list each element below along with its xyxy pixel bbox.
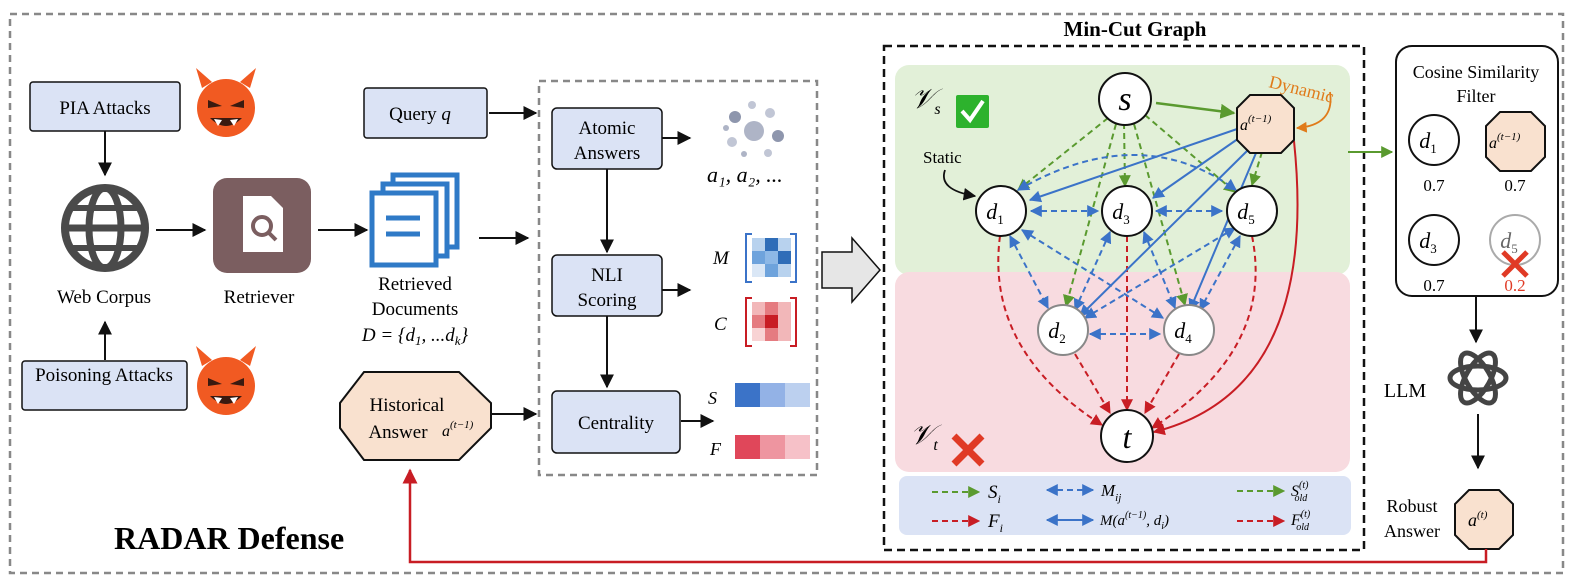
svg-text:s: s bbox=[1118, 81, 1131, 118]
legend: Si Fi Mij M(a(t−1), di) S(t)old F(t)old bbox=[932, 480, 1311, 535]
svg-text:0.7: 0.7 bbox=[1423, 276, 1445, 295]
legend-box bbox=[899, 476, 1351, 535]
f-vector-label: F bbox=[709, 439, 722, 459]
nli-scoring-box: NLI Scoring bbox=[551, 254, 663, 317]
check-icon bbox=[956, 95, 989, 128]
s-vector-label: S bbox=[708, 388, 717, 408]
cross-icon bbox=[951, 433, 985, 467]
filter-a-prev: a(t−1) 0.7 bbox=[1485, 111, 1546, 195]
atomic-outputs: a₁, a₂, ... bbox=[707, 162, 783, 187]
svg-text:a(t−1): a(t−1) bbox=[1240, 113, 1272, 134]
radar-title: RADAR Defense bbox=[114, 520, 344, 556]
svg-text:Query q: Query q bbox=[389, 104, 451, 125]
llm-logo-icon bbox=[1447, 350, 1509, 406]
svg-text:0.2: 0.2 bbox=[1504, 276, 1525, 295]
similarity-edges bbox=[1009, 154, 1241, 340]
filter-d3: d3 0.7 bbox=[1408, 214, 1460, 295]
node-a-prev: a(t−1) bbox=[1236, 94, 1295, 154]
svg-text:Centrality: Centrality bbox=[578, 413, 654, 434]
pia-attacks-box: PIA Attacks bbox=[29, 81, 181, 132]
retrieved-label-2: Documents bbox=[372, 299, 459, 320]
svg-text:Answers: Answers bbox=[574, 143, 641, 164]
matrix-c-icon bbox=[745, 297, 797, 347]
graph-title: Min-Cut Graph bbox=[1064, 17, 1207, 41]
sink-edges bbox=[997, 235, 1257, 429]
node-s: s bbox=[1098, 72, 1152, 126]
atomic-answers-box: Atomic Answers bbox=[551, 107, 663, 170]
s-vector-icon bbox=[735, 383, 810, 407]
svg-text:PIA Attacks: PIA Attacks bbox=[59, 98, 150, 119]
svg-text:a(t): a(t) bbox=[1468, 509, 1488, 530]
f-vector-icon bbox=[735, 435, 810, 459]
svg-text:Atomic: Atomic bbox=[579, 118, 636, 139]
documents-formula: D = {d1, ...dk} bbox=[361, 325, 469, 348]
globe-icon bbox=[61, 184, 149, 272]
svg-text:F(t)old: F(t)old bbox=[1290, 509, 1311, 533]
answer-relevance-edges bbox=[1028, 127, 1257, 317]
query-box: Query q bbox=[363, 87, 488, 139]
svg-text:Answer: Answer bbox=[368, 422, 428, 443]
svg-text:Fi: Fi bbox=[987, 511, 1003, 535]
source-to-answer-edge bbox=[1155, 101, 1236, 119]
centrality-box: Centrality bbox=[551, 390, 681, 454]
svg-text:NLI: NLI bbox=[591, 265, 623, 286]
processing-box bbox=[537, 79, 819, 477]
node-d3: d3 bbox=[1101, 185, 1153, 237]
svg-text:0.7: 0.7 bbox=[1423, 176, 1445, 195]
graph-frame bbox=[882, 44, 1366, 552]
node-d1: d1 bbox=[975, 185, 1027, 237]
svg-text:d2: d2 bbox=[1048, 318, 1066, 346]
filter-title-2: Filter bbox=[1457, 86, 1496, 106]
svg-text:Si: Si bbox=[988, 482, 1001, 506]
svg-text:Poisoning Attacks: Poisoning Attacks bbox=[35, 365, 173, 386]
matrix-m-icon bbox=[745, 233, 797, 283]
filter-d1: d1 0.7 bbox=[1408, 114, 1460, 195]
svg-text:S(t)old: S(t)old bbox=[1291, 480, 1309, 504]
node-d5: d5 bbox=[1226, 185, 1278, 237]
svg-text:Mij: Mij bbox=[1100, 481, 1121, 504]
answer-to-sink-edge bbox=[1152, 140, 1299, 436]
feedback-edge bbox=[402, 468, 1488, 564]
historical-answer-box: Historical Answer a(t−1) bbox=[339, 371, 492, 461]
robust-label-2: Answer bbox=[1384, 521, 1440, 541]
svg-text:d5: d5 bbox=[1237, 199, 1255, 227]
atomic-dots-icon bbox=[723, 101, 784, 157]
retriever-icon bbox=[213, 178, 311, 273]
svg-text:0.7: 0.7 bbox=[1504, 176, 1526, 195]
documents-icon bbox=[369, 172, 460, 268]
devil-icon bbox=[196, 68, 256, 137]
devil-icon bbox=[196, 346, 256, 415]
svg-text:Scoring: Scoring bbox=[577, 290, 637, 311]
llm-label: LLM bbox=[1384, 380, 1426, 402]
static-label: Static bbox=[923, 148, 962, 167]
svg-text:d4: d4 bbox=[1174, 318, 1192, 346]
robust-answer-node: a(t) bbox=[1454, 489, 1514, 550]
matrix-m-label: M bbox=[712, 248, 730, 269]
svg-text:d3: d3 bbox=[1112, 199, 1130, 227]
web-corpus-label: Web Corpus bbox=[57, 287, 151, 308]
matrix-c-label: C bbox=[714, 314, 727, 335]
robust-label-1: Robust bbox=[1386, 496, 1437, 516]
retrieved-label-1: Retrieved bbox=[378, 274, 452, 295]
svg-text:t: t bbox=[1123, 419, 1133, 455]
node-t: t bbox=[1100, 409, 1154, 463]
flow-arrow bbox=[821, 236, 881, 304]
poisoning-attacks-box: Poisoning Attacks bbox=[21, 360, 188, 411]
svg-text:M(a(t−1), di): M(a(t−1), di) bbox=[1099, 510, 1169, 532]
svg-text:Historical: Historical bbox=[370, 395, 445, 416]
sink-region bbox=[895, 272, 1350, 472]
filter-d5: d5 0.2 bbox=[1489, 214, 1541, 295]
node-d2: d2 bbox=[1037, 304, 1089, 356]
filter-title-1: Cosine Similarity bbox=[1413, 62, 1540, 82]
svg-text:d1: d1 bbox=[986, 199, 1004, 227]
retriever-label: Retriever bbox=[224, 287, 295, 308]
node-d4: d4 bbox=[1163, 304, 1215, 356]
